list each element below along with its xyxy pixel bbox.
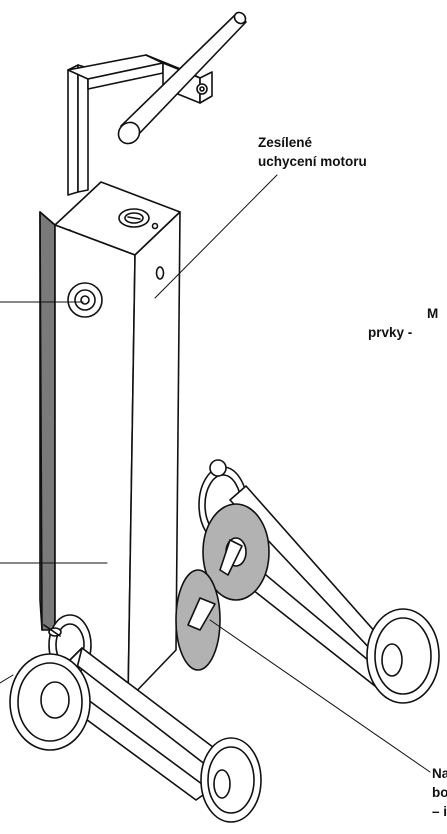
leader-line-left-lower bbox=[0, 674, 14, 684]
front-left-wheel bbox=[9, 653, 91, 751]
column-right-face bbox=[127, 211, 181, 701]
label-bottom-line-3: – i bbox=[432, 804, 447, 819]
label-right-line-1: M bbox=[427, 306, 439, 321]
leader-line-motor bbox=[154, 174, 278, 299]
side-hole bbox=[155, 266, 165, 280]
front-right-wheel bbox=[200, 737, 262, 823]
rear-large-wheel bbox=[366, 608, 440, 704]
front-chassis bbox=[9, 647, 262, 823]
label-motor-mount: Zesílené uchycení motoru bbox=[258, 133, 367, 171]
main-column bbox=[39, 181, 181, 701]
label-bottom-line-1: Na bbox=[432, 766, 447, 781]
grip-end-cap bbox=[117, 121, 141, 145]
handle-assembly bbox=[67, 11, 247, 196]
leader-line-bottom bbox=[209, 619, 431, 773]
leader-lines bbox=[0, 174, 431, 773]
label-bottom-line-2: bo bbox=[432, 785, 447, 800]
label-right-cut: M prvky - bbox=[368, 304, 439, 342]
label-motor-line-1: Zesílené bbox=[258, 135, 313, 150]
label-motor-line-2: uchycení motoru bbox=[258, 154, 367, 169]
rear-axle-assembly bbox=[175, 459, 440, 704]
handle-post-right bbox=[77, 64, 89, 193]
label-right-line-2: prvky - bbox=[368, 325, 413, 340]
label-bottom-cut: Na bo – i bbox=[432, 764, 447, 821]
handle-post-left bbox=[67, 64, 79, 196]
